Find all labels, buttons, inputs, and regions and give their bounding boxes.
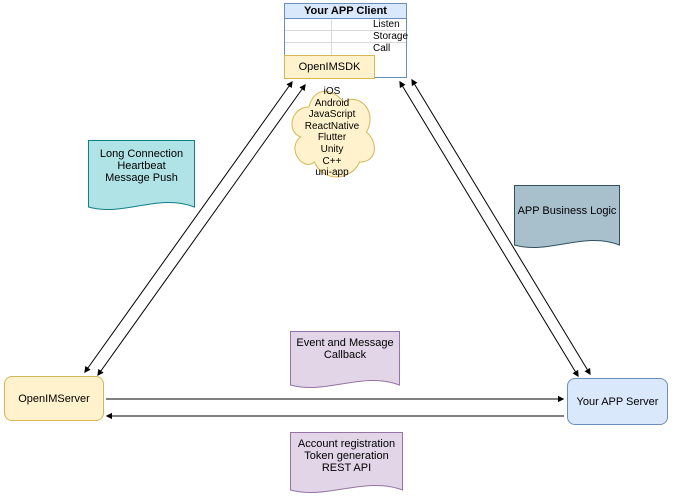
note-rest-api-text: Account registration Token generation RE…: [297, 438, 396, 474]
platforms-list: iOS Android JavaScript ReactNative Flutt…: [304, 86, 360, 179]
platforms-cloud: iOS Android JavaScript ReactNative Flutt…: [286, 82, 378, 182]
note-business-logic-shape: [514, 185, 620, 249]
note-long-connection-text: Long Connection Heartbeat Message Push: [99, 148, 184, 184]
note-event-callback-shape: [290, 331, 400, 389]
openimserver-box: OpenIMServer: [4, 376, 104, 421]
note-long-connection-shape: [88, 140, 195, 211]
app-client-box: Your APP Client Listen Storage Call Open…: [284, 3, 409, 79]
openimsdk-box: OpenIMSDK: [284, 55, 375, 79]
note-event-callback-text: Event and Message Callback: [296, 337, 394, 361]
note-event-callback: Event and Message Callback: [290, 331, 400, 396]
client-row-call: Call: [285, 43, 406, 55]
openimserver-label: OpenIMServer: [18, 392, 90, 405]
arrow-openimserver-client-2: [97, 83, 306, 377]
client-row-storage: Storage: [285, 31, 409, 43]
arrow-openimserver-client-1: [84, 80, 293, 374]
note-rest-api: Account registration Token generation RE…: [290, 432, 403, 500]
note-rest-api-shape: [290, 432, 403, 493]
client-row-call-label: Call: [373, 43, 391, 54]
note-business-logic: APP Business Logic: [514, 185, 620, 256]
client-row-listen: Listen: [285, 19, 406, 31]
client-row-storage-label: Storage: [373, 31, 409, 42]
arrow-appserver-client-2: [411, 78, 591, 376]
app-client-title: Your APP Client: [285, 4, 406, 19]
app-server-box: Your APP Server: [567, 378, 668, 425]
note-business-logic-text: APP Business Logic: [517, 205, 617, 217]
client-divider: [331, 20, 332, 56]
openimsdk-label: OpenIMSDK: [298, 61, 361, 73]
note-long-connection: Long Connection Heartbeat Message Push: [88, 140, 195, 218]
client-row-listen-label: Listen: [373, 19, 400, 30]
cloud-shape: [291, 90, 375, 178]
app-server-label: Your APP Server: [576, 395, 659, 408]
